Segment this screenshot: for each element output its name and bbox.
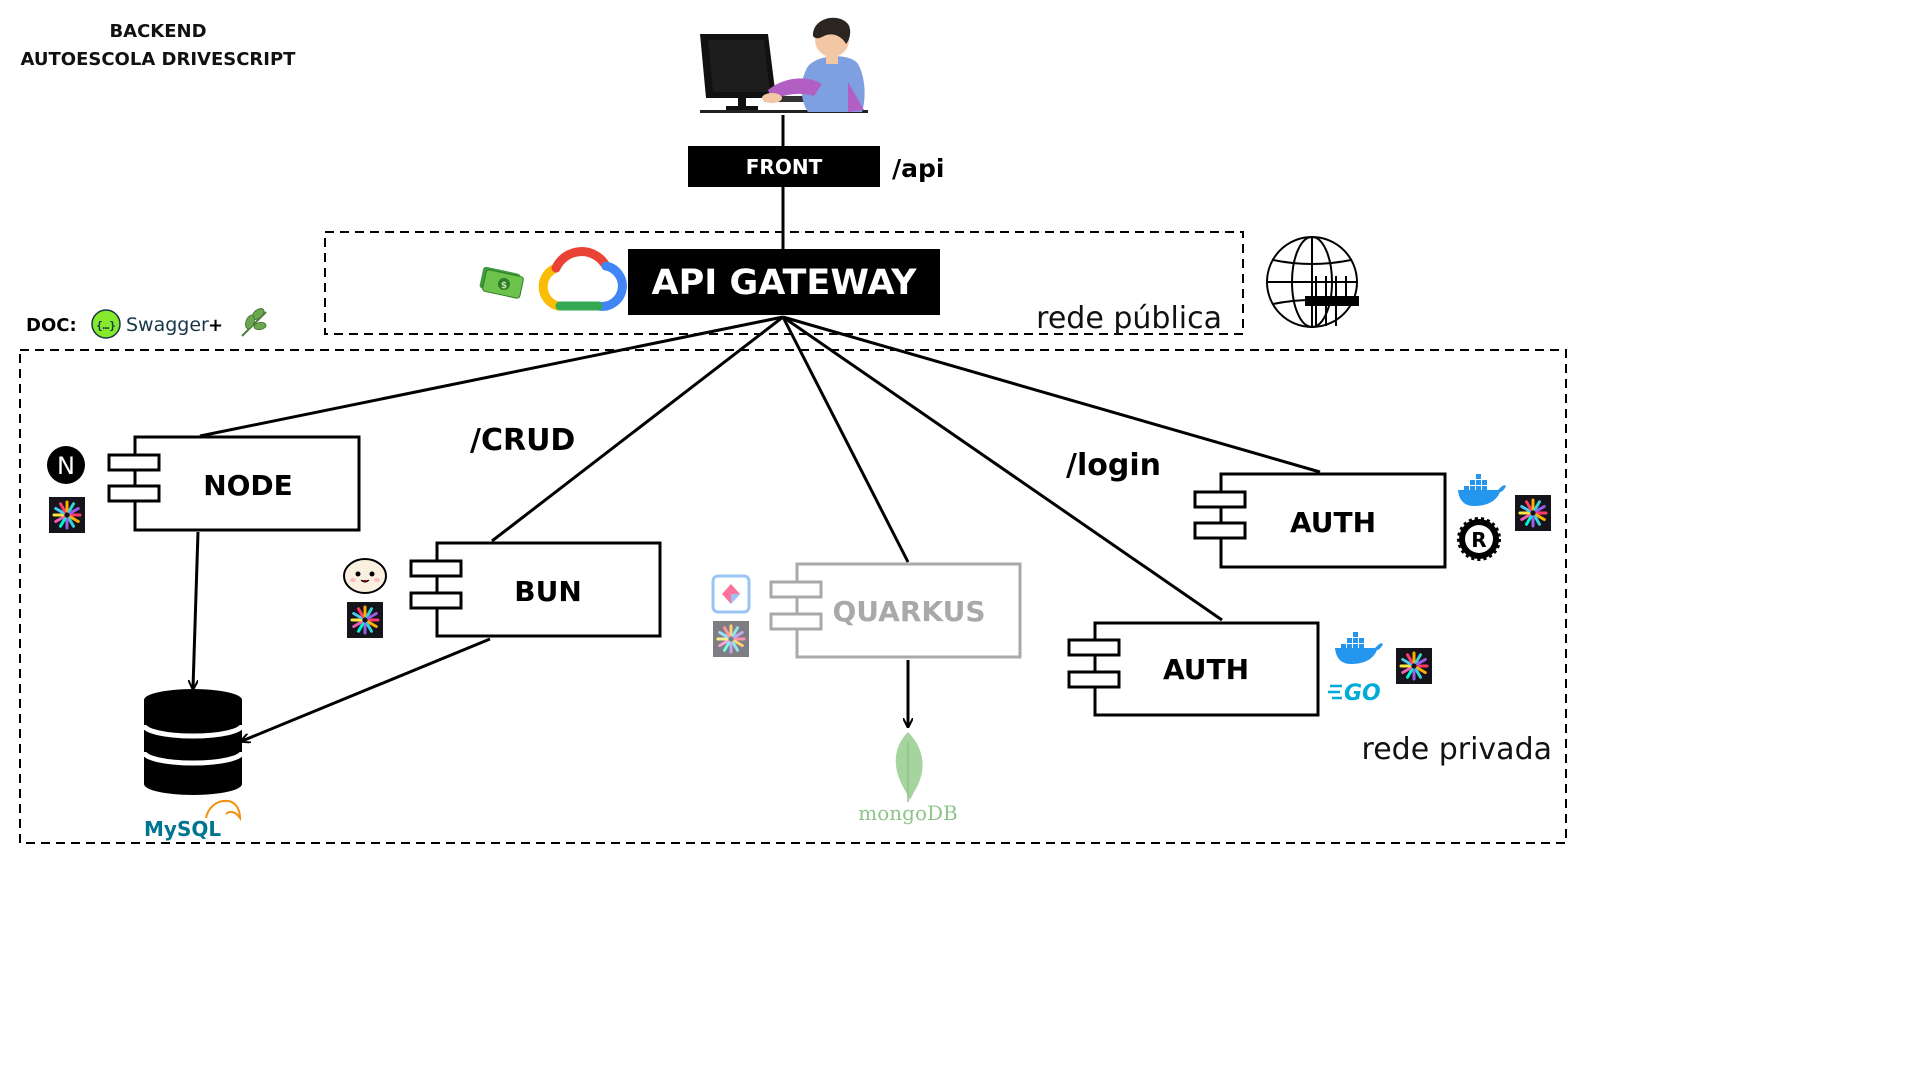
api-gateway-label: API GATEWAY xyxy=(652,263,918,303)
svg-text:{…}: {…} xyxy=(96,319,116,332)
docker-icon xyxy=(1335,632,1383,664)
bun-service[interactable]: BUN xyxy=(409,541,662,638)
quarkus-service[interactable]: QUARKUS xyxy=(769,562,1022,659)
money-icon: $ xyxy=(479,266,524,299)
auth-rust-service[interactable]: AUTH xyxy=(1193,472,1447,569)
jest-icon xyxy=(347,602,383,638)
jest-icon xyxy=(713,621,749,657)
private-network-zone xyxy=(19,349,1567,844)
svg-text:$: $ xyxy=(501,281,507,291)
auth-go-service[interactable]: AUTH xyxy=(1067,621,1320,717)
front-box[interactable] xyxy=(688,146,880,187)
swagger-text: Swagger xyxy=(126,314,209,336)
jest-icon xyxy=(1515,495,1551,531)
user-at-computer-illustration xyxy=(700,17,868,113)
rust-logo-icon: R xyxy=(1457,517,1501,561)
edge-gateway-auth-rust xyxy=(782,315,1321,474)
diagram-title: BACKEND AUTOESCOLA DRIVESCRIPT xyxy=(20,18,296,74)
title-line-2: AUTOESCOLA DRIVESCRIPT xyxy=(20,49,296,70)
edge-gateway-bun xyxy=(491,315,784,543)
nextjs-icon: N xyxy=(47,446,85,484)
golang-logo-icon: GO xyxy=(1328,681,1381,706)
quarkus-label: QUARKUS xyxy=(832,595,985,628)
edge-gateway-quarkus xyxy=(781,316,910,563)
jest-icon xyxy=(49,497,85,533)
mongodb-logo[interactable]: mongoDB xyxy=(858,732,958,825)
mongodb-text: mongoDB xyxy=(858,801,957,825)
mysql-text: MySQL xyxy=(144,817,221,841)
node-service[interactable]: NODE xyxy=(107,435,361,532)
architecture-diagram: rede pública rede privada FRONT /api API… xyxy=(19,17,1567,844)
api-path-label: /api xyxy=(892,154,944,183)
auth-rust-label: AUTH xyxy=(1290,506,1376,539)
auth-go-label: AUTH xyxy=(1163,653,1249,686)
edge-gateway-auth-go xyxy=(782,315,1223,622)
title-line-1: BACKEND xyxy=(109,21,207,42)
globe-network-icon xyxy=(1266,236,1359,328)
api-gateway-box[interactable] xyxy=(628,249,940,315)
doc-label: DOC: xyxy=(26,315,77,336)
jest-icon xyxy=(1396,648,1432,684)
edge-gateway-node xyxy=(199,315,784,438)
doc-plus: + xyxy=(208,315,223,336)
swagger-logo[interactable]: {…} Swagger xyxy=(91,309,209,339)
bun-logo-icon xyxy=(343,558,387,594)
mysql-database-icon[interactable] xyxy=(141,689,245,795)
public-zone-label: rede pública xyxy=(1036,301,1222,336)
edge-node-mysql xyxy=(193,531,200,688)
svg-text:R: R xyxy=(1471,528,1486,552)
quarkus-logo-icon xyxy=(711,574,751,614)
connections xyxy=(193,115,1321,741)
edge-bun-mysql xyxy=(242,637,491,741)
login-route-label: /login xyxy=(1066,448,1161,483)
crud-route-label: /CRUD xyxy=(470,423,575,458)
google-cloud-icon xyxy=(538,247,627,311)
private-zone-label: rede privada xyxy=(1362,732,1552,767)
svg-text:GO: GO xyxy=(1344,681,1381,706)
svg-text:N: N xyxy=(57,452,75,480)
mysql-logo: MySQL xyxy=(144,799,242,841)
leaf-branch-icon xyxy=(241,308,267,337)
bun-label: BUN xyxy=(514,575,582,608)
docker-icon xyxy=(1458,474,1506,506)
front-label: FRONT xyxy=(746,155,823,179)
node-label: NODE xyxy=(203,469,293,502)
